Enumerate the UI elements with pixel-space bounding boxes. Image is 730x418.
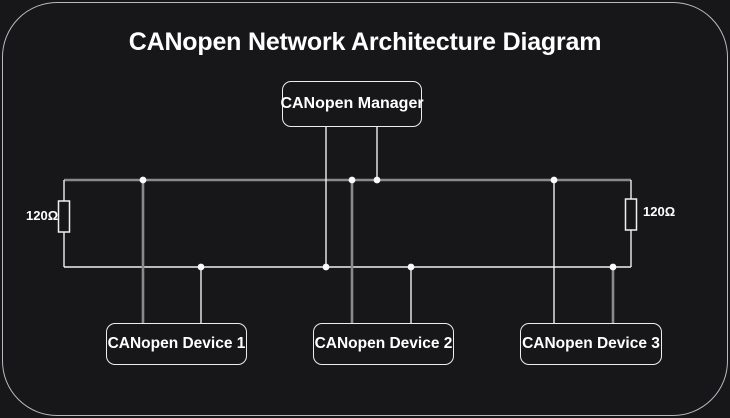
node-canopen-device-2: CANopen Device 2	[313, 323, 454, 365]
node-label: CANopen Device 2	[314, 335, 453, 352]
junction-dot	[348, 176, 356, 184]
junction-dot	[609, 263, 617, 271]
left-terminator-label: 120Ω	[26, 208, 59, 223]
junction-dot	[373, 176, 381, 184]
node-canopen-device-3: CANopen Device 3	[520, 323, 662, 365]
junction-dot	[550, 176, 558, 184]
left-terminator-resistor	[57, 200, 71, 233]
junction-dot	[197, 263, 205, 271]
junction-dot	[322, 263, 330, 271]
junction-dot	[139, 176, 147, 184]
junction-dot	[407, 263, 415, 271]
node-label: CANopen Device 1	[107, 335, 246, 352]
node-label: CANopen Manager	[280, 95, 424, 112]
node-canopen-device-1: CANopen Device 1	[106, 323, 247, 365]
right-terminator-label: 120Ω	[643, 204, 676, 219]
node-canopen-manager: CANopen Manager	[280, 81, 424, 127]
right-terminator-resistor	[624, 198, 638, 231]
node-label: CANopen Device 3	[522, 335, 660, 352]
diagram-title: CANopen Network Architecture Diagram	[128, 28, 602, 56]
